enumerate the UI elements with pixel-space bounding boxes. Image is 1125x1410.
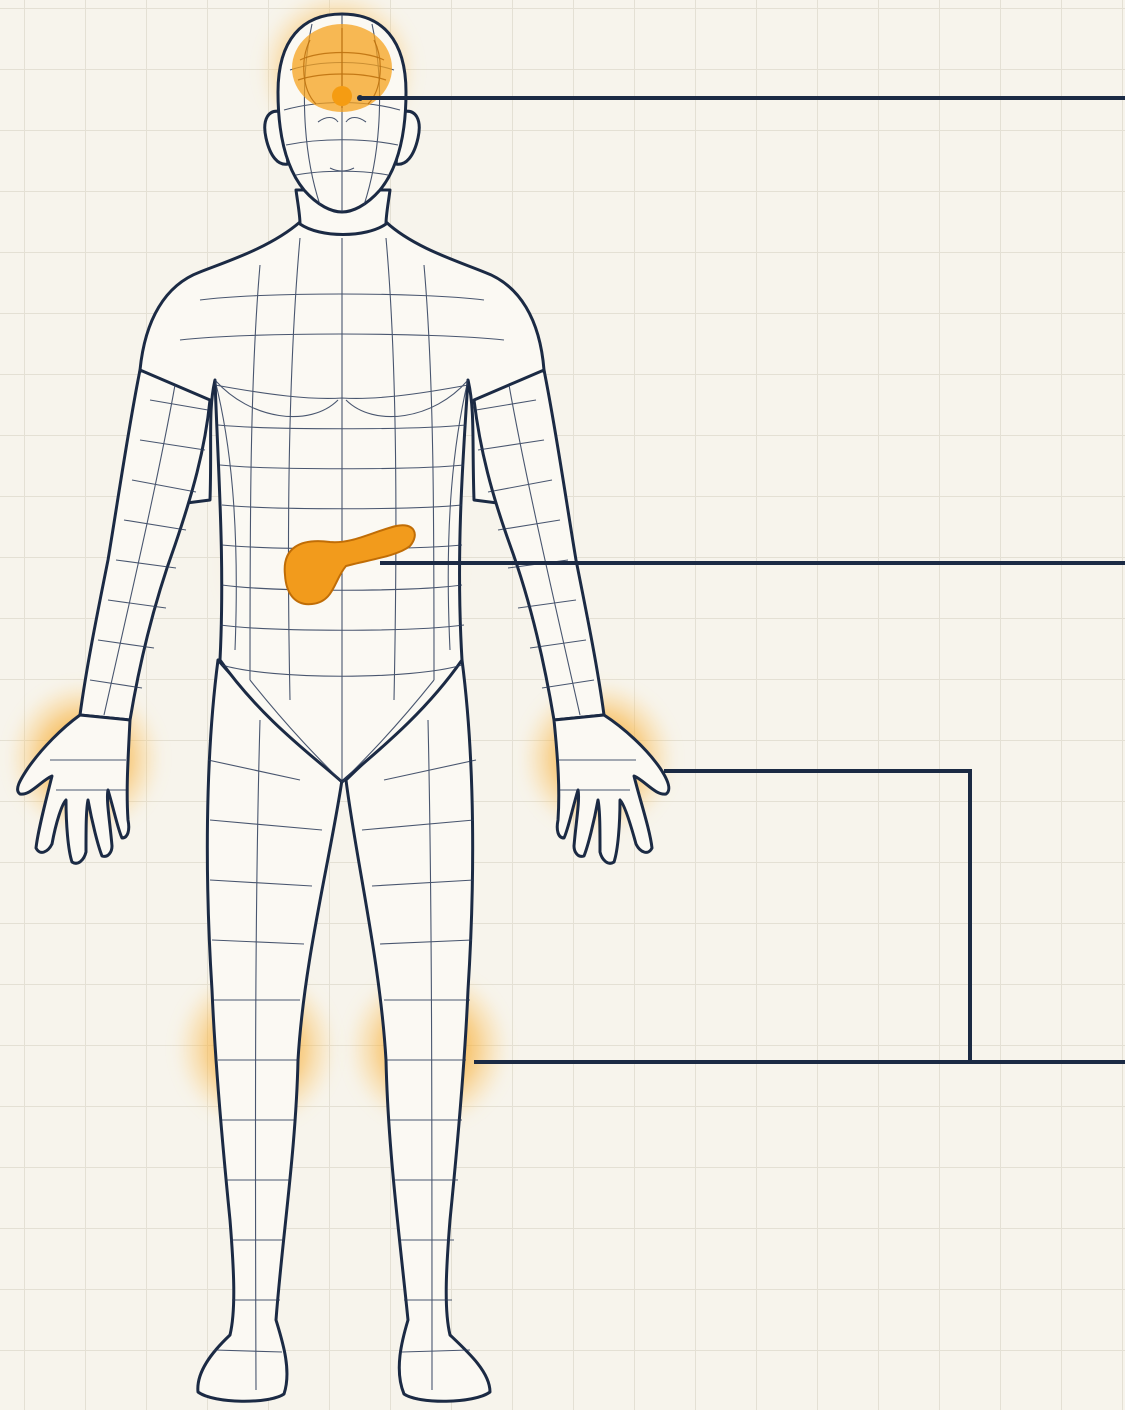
left-arm — [80, 370, 210, 720]
body-outline — [18, 14, 669, 1401]
hand-callout-line — [664, 771, 970, 1062]
right-arm — [474, 370, 604, 720]
